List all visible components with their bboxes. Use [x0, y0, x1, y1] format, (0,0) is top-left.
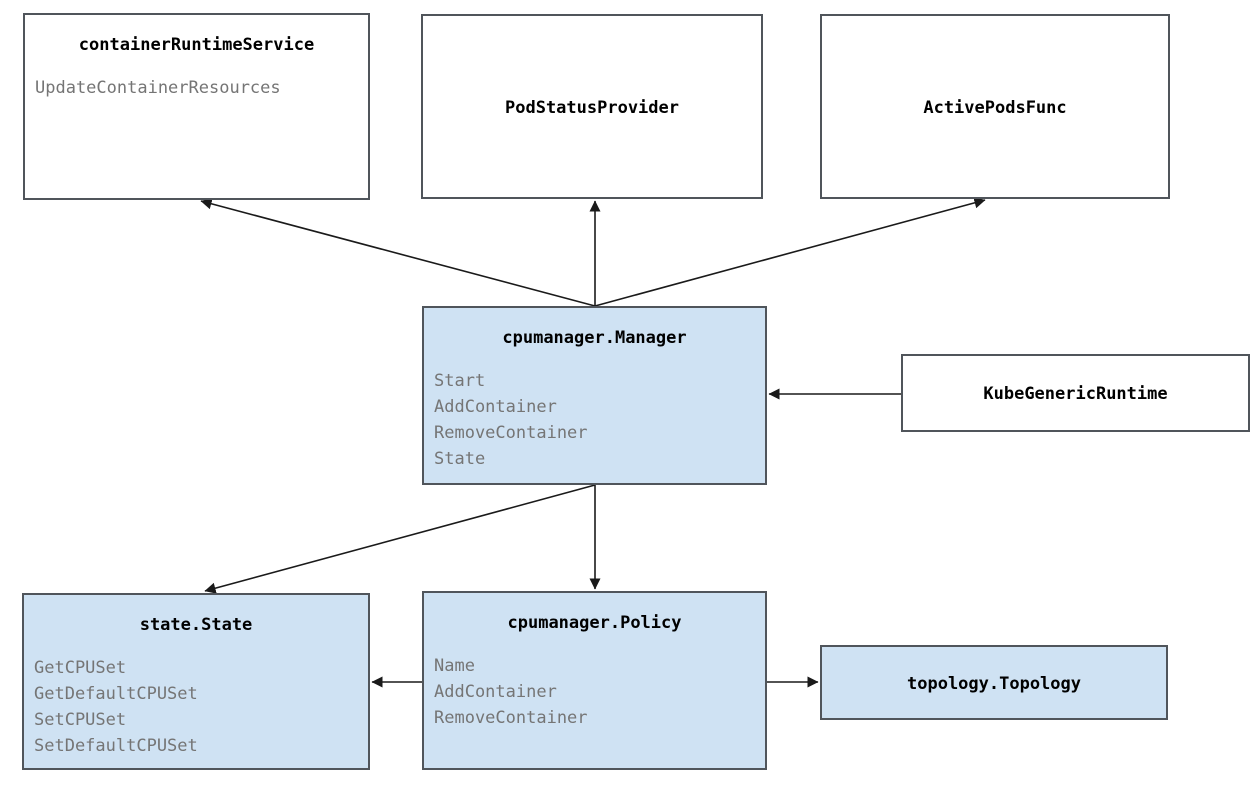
- node-title-stateState: state.State: [139, 615, 253, 635]
- method-item: AddContainer: [434, 397, 557, 417]
- method-item: RemoveContainer: [434, 423, 588, 443]
- node-title-PodStatusProvider: PodStatusProvider: [505, 97, 679, 118]
- method-item: GetCPUSet: [34, 658, 127, 678]
- method-item: RemoveContainer: [434, 708, 588, 728]
- method-item: Name: [434, 656, 475, 676]
- edge-manager-to-stateState: [204, 484, 596, 594]
- edge-manager-to-containerRuntimeService: [200, 198, 596, 307]
- node-topologyTopology[interactable]: topology.Topology: [820, 645, 1168, 720]
- node-ActivePodsFunc[interactable]: ActivePodsFunc: [820, 14, 1170, 199]
- node-title-cpumanagerPolicy: cpumanager.Policy: [507, 613, 682, 633]
- method-item: State: [434, 449, 486, 469]
- method-item: SetCPUSet: [34, 710, 127, 730]
- node-title-topologyTopology: topology.Topology: [907, 673, 1081, 694]
- node-methods-containerRuntimeService: UpdateContainerResources: [35, 75, 281, 101]
- node-title-KubeGenericRuntime: KubeGenericRuntime: [983, 384, 1168, 404]
- edge-manager-to-activePodsFunc: [594, 197, 986, 307]
- method-item: AddContainer: [434, 682, 557, 702]
- node-KubeGenericRuntime[interactable]: KubeGenericRuntime: [901, 354, 1250, 432]
- node-title-containerRuntimeService: containerRuntimeService: [78, 35, 315, 55]
- method-item: UpdateContainerResources: [35, 78, 281, 98]
- method-item: Start: [434, 371, 486, 391]
- node-PodStatusProvider[interactable]: PodStatusProvider: [421, 14, 763, 199]
- method-item: GetDefaultCPUSet: [34, 684, 198, 704]
- method-item: SetDefaultCPUSet: [34, 736, 198, 756]
- node-title-cpumanagerManager: cpumanager.Manager: [502, 328, 687, 348]
- node-title-ActivePodsFunc: ActivePodsFunc: [923, 97, 1067, 118]
